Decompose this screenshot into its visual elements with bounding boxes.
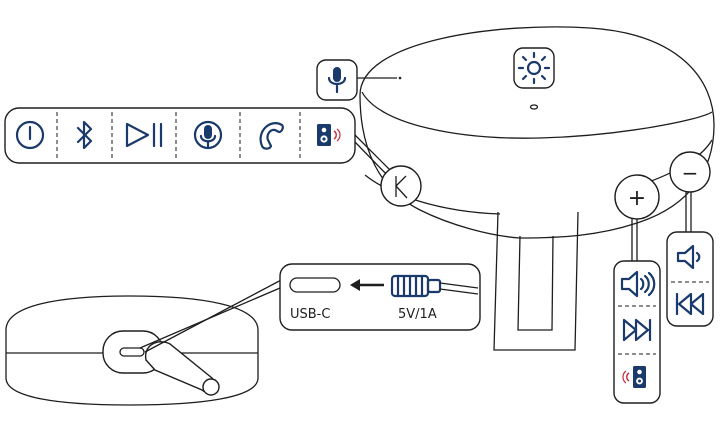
volume-up-icon[interactable] bbox=[620, 270, 656, 298]
volume-plus-knob[interactable]: + bbox=[614, 174, 660, 220]
microphone-icon bbox=[327, 67, 347, 94]
skip-forward-icon[interactable] bbox=[622, 318, 652, 342]
light-indicator bbox=[513, 47, 555, 110]
control-bar bbox=[4, 107, 356, 164]
usb-cable-plug bbox=[144, 341, 220, 396]
speaker-icon[interactable] bbox=[317, 124, 341, 146]
power-rating-label: 5V/1A bbox=[398, 307, 437, 322]
arrow-left-icon bbox=[350, 279, 384, 291]
play-pause-button[interactable] bbox=[125, 122, 163, 148]
microphone-button[interactable] bbox=[193, 120, 223, 150]
usb-c-label: USB-C bbox=[290, 307, 330, 322]
volume-minus-knob[interactable]: − bbox=[669, 151, 711, 193]
volume-up-panel bbox=[613, 260, 661, 404]
bluetooth-button[interactable] bbox=[76, 120, 93, 150]
skip-back-icon[interactable] bbox=[675, 292, 705, 316]
volume-down-icon[interactable] bbox=[676, 244, 701, 270]
speaker-side-view bbox=[5, 295, 259, 406]
usb-panel: USB-C 5V/1A bbox=[279, 263, 481, 331]
speaker-icon[interactable] bbox=[622, 366, 646, 388]
volume-down-panel bbox=[666, 231, 714, 327]
plus-symbol: + bbox=[628, 186, 646, 211]
minus-symbol: − bbox=[682, 161, 699, 185]
light-indicator-icon bbox=[517, 51, 551, 85]
power-button[interactable] bbox=[15, 120, 45, 150]
microphone-callout bbox=[316, 59, 402, 101]
usb-connector-icon bbox=[390, 274, 479, 298]
phone-button[interactable] bbox=[259, 122, 284, 150]
control-bar-leader bbox=[354, 134, 422, 207]
